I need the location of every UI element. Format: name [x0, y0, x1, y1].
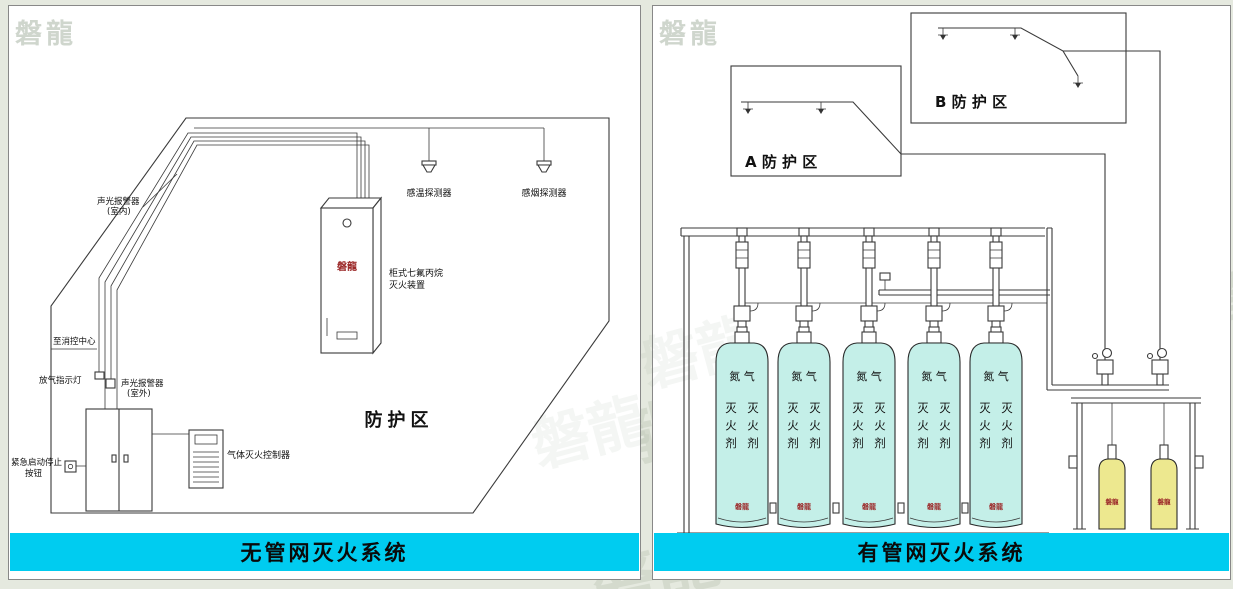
gas-controller-label: 气体灭火控制器 — [227, 449, 290, 461]
heat-detector-icon — [421, 160, 437, 173]
sprinkler-icon — [743, 102, 753, 114]
cylinder-agent-label: 灭火剂 — [746, 402, 760, 455]
cylinder-gas-label: 氮 气 — [791, 369, 817, 383]
detector-wiring — [194, 127, 545, 161]
pipeless-system-diagram: 感温探测器 感烟探测器 磐龍 柜式七氟丙烷 灭火装置 声光报警器 (室内) — [11, 117, 610, 514]
discharge-manifold — [878, 272, 1050, 296]
smoke-detector-label: 感烟探测器 — [521, 187, 566, 199]
cylinder-gas-label: 氮 气 — [729, 369, 755, 383]
pilot-stand — [1068, 397, 1204, 530]
pilot-cylinder-logo: 磐龍 — [1105, 497, 1120, 506]
cabinet-extinguisher-unit — [319, 196, 383, 355]
sprinkler-icon — [816, 102, 826, 114]
cylinder-logo: 磐龍 — [796, 502, 811, 511]
alarm-indoor-label-line1: 声光报警器 — [97, 196, 140, 207]
cabinet-label-line1: 柜式七氟丙烷 — [389, 267, 443, 279]
piped-system-diagram: B 防 护 区 A 防 护 区 — [677, 12, 1204, 534]
alarm-outdoor-label-line2: (室外) — [127, 388, 151, 399]
cylinder-agent-label: 灭火剂 — [916, 402, 930, 455]
cylinder-gas-label: 氮 气 — [921, 369, 947, 383]
cabinet-logo: 磐龍 — [337, 260, 357, 273]
release-lamp-icon — [94, 371, 105, 380]
agent-cylinder: 氮 气 灭火剂 灭火剂 磐龍 — [969, 227, 1023, 529]
pilot-cylinder: 磐龍 — [1150, 403, 1178, 530]
agent-cylinder: 氮 气 灭火剂 灭火剂 磐龍 — [907, 227, 961, 529]
zone-b-box — [910, 12, 1127, 124]
cylinder-gas-label: 氮 气 — [983, 369, 1009, 383]
cylinder-agent-label: 灭火剂 — [786, 402, 800, 455]
gas-controller-box — [188, 429, 224, 489]
room-outline — [50, 117, 610, 514]
cylinder-gas-label: 氮 气 — [856, 369, 882, 383]
zone-a-piping — [741, 101, 1106, 360]
piped-banner: 有管网灭火系统 — [654, 533, 1229, 571]
cabinet-label-line2: 灭火装置 — [389, 279, 425, 291]
sprinkler-icon — [938, 28, 948, 40]
alarm-outdoor-label-line1: 声光报警器 — [121, 378, 164, 389]
emergency-button-icon — [64, 460, 77, 473]
agent-cylinder: 氮 气 灭火剂 灭火剂 磐龍 — [715, 227, 769, 529]
cylinder-logo: 磐龍 — [926, 502, 941, 511]
emergency-label-line1: 紧急启动停止 — [11, 457, 63, 468]
cylinder-agent-label: 灭火剂 — [724, 402, 738, 455]
agent-cylinder: 氮 气 灭火剂 灭火剂 磐龍 — [777, 227, 831, 529]
pipeless-system-panel: 磐龍 磐龍 感温探测器 — [8, 5, 654, 580]
pipeless-banner: 无管网灭火系统 — [10, 533, 639, 571]
zone-a-label: A 防 护 区 — [745, 153, 817, 171]
agent-cylinder: 氮 气 灭火剂 灭火剂 磐龍 — [842, 227, 896, 529]
cylinder-base-clamps — [769, 502, 969, 514]
brand-watermark: 磐龍 — [659, 19, 721, 50]
cylinder-agent-label: 灭火剂 — [1000, 402, 1014, 455]
emergency-button-dot — [67, 463, 74, 470]
double-door — [85, 408, 153, 512]
pressure-gauge-icon — [879, 272, 891, 281]
selector-valve — [1146, 347, 1169, 386]
sprinkler-icon — [1073, 76, 1083, 88]
selector-valve — [1091, 347, 1114, 386]
pilot-cylinder-logo: 磐龍 — [1157, 497, 1172, 506]
zone-a-box — [730, 65, 902, 177]
brand-watermark: 磐龍 — [15, 19, 77, 50]
cylinder-agent-label: 灭火剂 — [873, 402, 887, 455]
release-lamp-label: 放气指示灯 — [39, 375, 82, 386]
alarm-outdoor-icon — [105, 378, 116, 389]
cylinder-agent-label: 灭火剂 — [938, 402, 952, 455]
protection-zone-label: 防护区 — [365, 409, 434, 431]
to-control-center-label: 至消控中心 — [53, 336, 96, 347]
piped-system-panel: 磐龍 磐龍 B 防 护 区 A 防 护 区 — [633, 5, 1231, 580]
alarm-indoor-label-line2: (室内) — [107, 206, 131, 217]
cylinder-logo: 磐龍 — [734, 502, 749, 511]
cylinder-agent-label: 灭火剂 — [978, 402, 992, 455]
sprinkler-icon — [1010, 28, 1020, 40]
zone-b-piping — [938, 27, 1161, 360]
cylinder-logo: 磐龍 — [988, 502, 1003, 511]
heat-detector-label: 感温探测器 — [406, 187, 451, 199]
pilot-cylinder: 磐龍 — [1098, 403, 1126, 530]
cylinder-agent-label: 灭火剂 — [851, 402, 865, 455]
cylinder-agent-label: 灭火剂 — [808, 402, 822, 455]
zone-b-label: B 防 护 区 — [935, 93, 1007, 111]
alarm-indoor-leader — [142, 173, 178, 208]
main-discharge-pipe — [1046, 227, 1169, 391]
smoke-detector-icon — [536, 160, 552, 173]
emergency-label-line2: 按钮 — [25, 468, 43, 479]
cylinder-logo: 磐龍 — [861, 502, 876, 511]
